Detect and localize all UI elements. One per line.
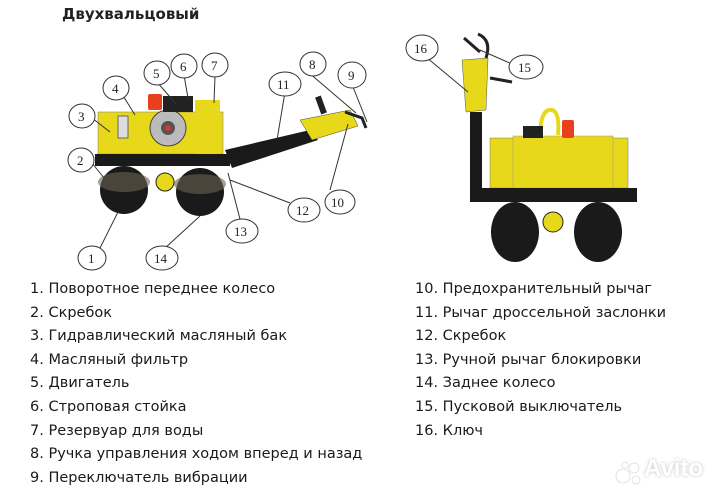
legend-item: 4. Масляный фильтр: [30, 351, 189, 368]
legend-item: 13. Ручной рычаг блокировки: [415, 351, 642, 368]
callout-15: 15: [518, 60, 531, 75]
callout-14: 14: [154, 251, 168, 266]
legend-item: 14. Заднее колесо: [415, 375, 556, 392]
diagram-title: Двухвальцовый: [62, 5, 200, 23]
callout-10: 10: [331, 195, 344, 210]
legend-left: 1. Поворотное переднее колесо 2. Скребок…: [30, 278, 362, 490]
legend-item: 7. Резервуар для воды: [30, 422, 204, 439]
legend-item: 16. Ключ: [415, 422, 484, 439]
callout-1: 1: [88, 251, 95, 266]
callout-11: 11: [277, 77, 290, 92]
callout-4: 4: [112, 81, 119, 96]
legend-item: 9. Переключатель вибрации: [30, 469, 248, 486]
roller-rear-view: [461, 32, 637, 262]
callout-13: 13: [234, 224, 247, 239]
legend-item: 15. Пусковой выключатель: [415, 398, 623, 415]
callout-6: 6: [180, 59, 187, 74]
callout-2: 2: [77, 153, 84, 168]
legend-item: 12. Скребок: [415, 328, 507, 345]
callout-3: 3: [78, 109, 85, 124]
callout-leaders-left: [91, 71, 368, 253]
callout-7: 7: [211, 58, 218, 73]
legend-item: 8. Ручка управления ходом вперед и назад: [30, 446, 363, 463]
roller-side-view: [95, 94, 368, 216]
legend-item: 6. Строповая стойка: [30, 398, 187, 415]
legend-item: 10. Предохранительный рычаг: [415, 281, 653, 297]
callout-16: 16: [414, 41, 428, 56]
callout-bubbles-right: 16 15: [405, 34, 544, 80]
legend-right: 10. Предохранительный рычаг 11. Рычаг др…: [415, 278, 666, 443]
avito-logo-icon: [615, 461, 641, 485]
callout-bubbles-left: 1 2 3 4 5 6 7 8 9 10 11 12 13 14: [67, 51, 367, 271]
callout-5: 5: [153, 66, 160, 81]
roller-illustrations: 1 2 3 4 5 6 7 8 9 10 11 12 13 14 16 15: [67, 32, 637, 271]
callout-9: 9: [348, 68, 355, 83]
callout-8: 8: [309, 57, 316, 72]
avito-watermark: Avito: [644, 455, 704, 482]
legend-item: 2. Скребок: [30, 304, 113, 321]
legend-item: 1. Поворотное переднее колесо: [30, 281, 276, 297]
callout-12: 12: [296, 203, 309, 218]
legend-item: 5. Двигатель: [30, 375, 130, 392]
legend-item: 11. Рычаг дроссельной заслонки: [415, 304, 667, 321]
legend-item: 3. Гидравлический масляный бак: [30, 328, 288, 345]
